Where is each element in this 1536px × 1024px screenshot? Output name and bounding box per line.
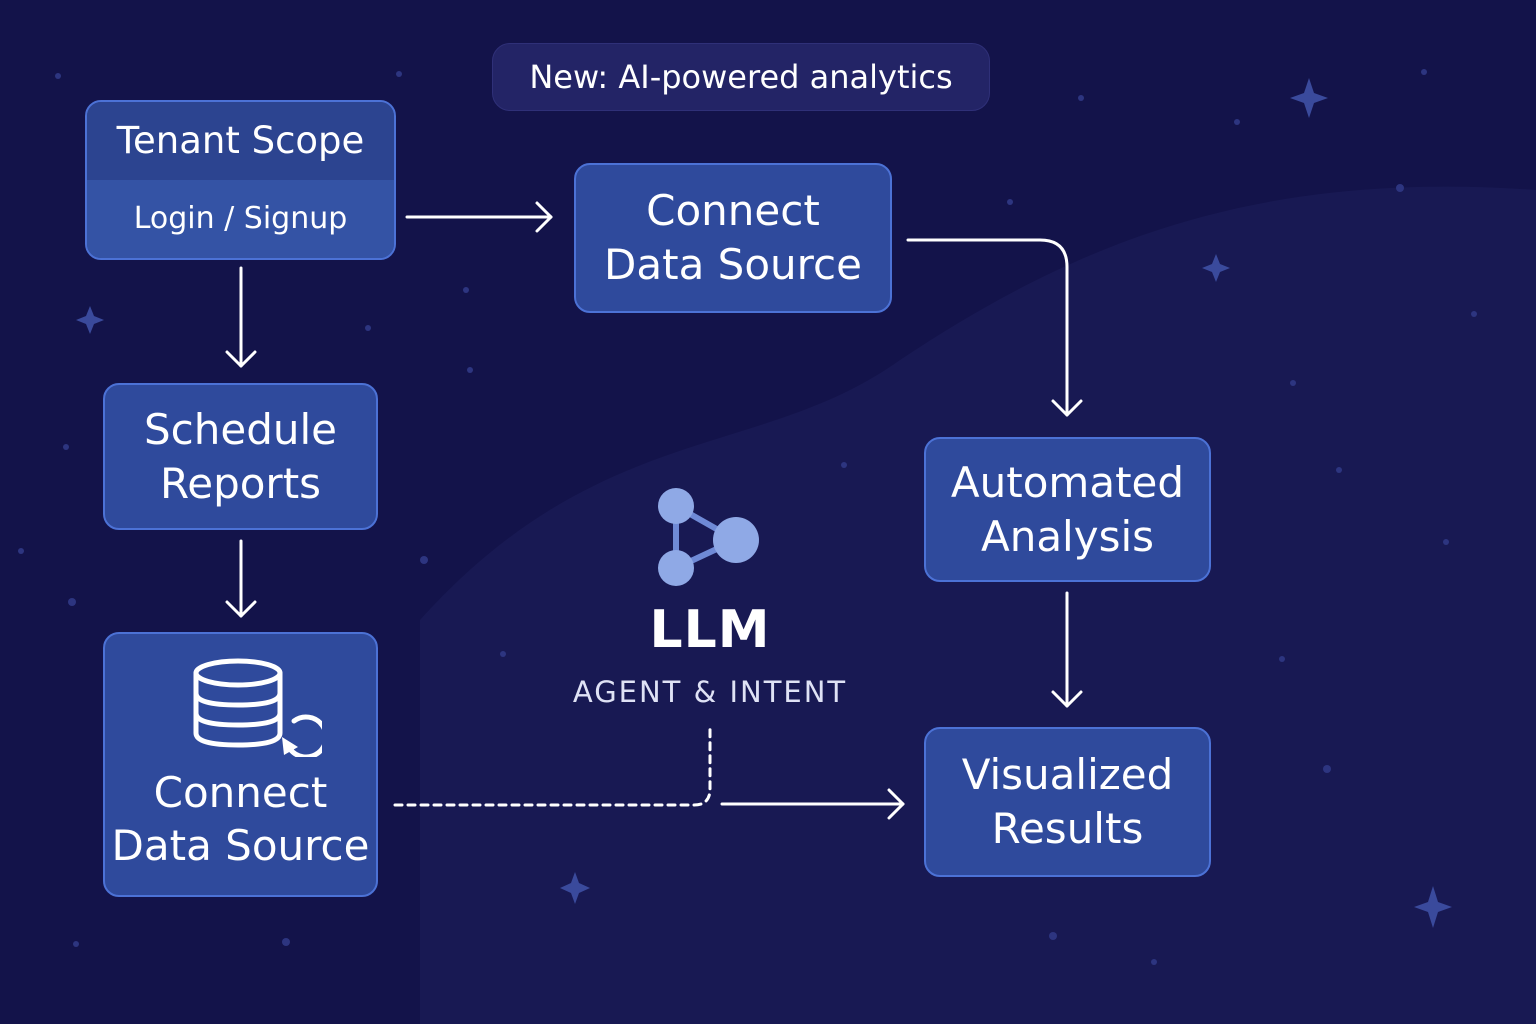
tenant-scope-title: Tenant Scope bbox=[87, 102, 394, 180]
arrow-tenant-to-schedule bbox=[225, 266, 257, 368]
llm-title: LLM bbox=[649, 600, 771, 660]
new-feature-banner: New: AI-powered analytics bbox=[492, 43, 990, 111]
node-label-line1: Connect bbox=[646, 186, 820, 236]
arrow-schedule-to-connect-bottom bbox=[225, 539, 257, 618]
database-sync-icon bbox=[193, 658, 322, 757]
node-label-line2: Data Source bbox=[604, 240, 862, 289]
node-label-line1: Schedule bbox=[144, 404, 337, 454]
background-sparkles bbox=[76, 78, 1452, 928]
arrow-llm-to-visualized bbox=[720, 788, 905, 820]
tenant-scope-node[interactable]: Tenant Scope Login / Signup bbox=[85, 100, 396, 260]
arrow-automated-to-visualized bbox=[1051, 591, 1083, 708]
node-label-line2: Results bbox=[991, 804, 1144, 853]
node-label-line2: Analysis bbox=[980, 511, 1155, 561]
login-signup-label[interactable]: Login / Signup bbox=[87, 180, 394, 258]
network-nodes-icon bbox=[658, 488, 759, 586]
node-label-line2: Reports bbox=[159, 458, 322, 508]
node-label-line2: Data Source bbox=[111, 821, 370, 871]
arrow-tenant-to-connect-top bbox=[405, 201, 553, 233]
visualized-results-node[interactable]: Visualized Results bbox=[924, 727, 1211, 877]
background-dots bbox=[18, 69, 1477, 965]
background-wave bbox=[420, 186, 1536, 1024]
connect-data-source-node-top[interactable]: Connect Data Source bbox=[574, 163, 892, 313]
automated-analysis-node[interactable]: Automated Analysis bbox=[924, 437, 1211, 582]
node-label-line1: Connect bbox=[153, 767, 328, 817]
dashed-connector-to-llm bbox=[393, 726, 712, 807]
node-label-line1: Automated bbox=[950, 457, 1185, 507]
node-label-line1: Visualized bbox=[961, 750, 1174, 800]
llm-subtitle: AGENT & INTENT bbox=[572, 675, 848, 709]
connect-data-source-node-bottom[interactable]: Connect Data Source bbox=[103, 632, 378, 897]
schedule-reports-node[interactable]: Schedule Reports bbox=[103, 383, 378, 530]
arrow-connect-top-to-automated bbox=[906, 238, 1083, 417]
